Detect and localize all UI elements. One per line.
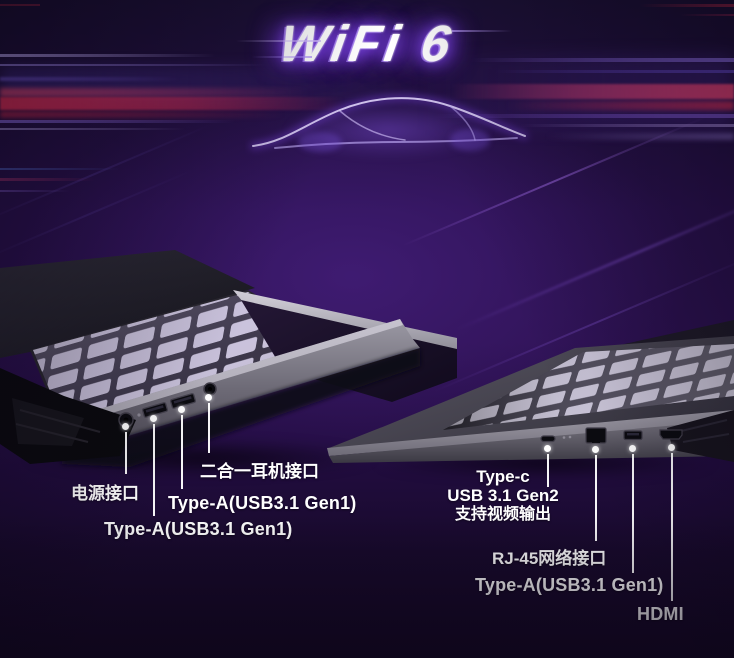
callout-dot-power	[122, 423, 129, 430]
page-title: WiFi 6	[275, 15, 459, 72]
diagonal-light-ray	[0, 124, 211, 228]
status-led	[568, 435, 572, 439]
label-type-c-line3: 支持视频输出	[454, 506, 551, 523]
usb-a-port-right	[623, 430, 643, 441]
rj45-port	[585, 427, 607, 444]
headphone-jack-port	[203, 382, 217, 396]
title-speed-line	[452, 30, 512, 32]
glitch-streak	[0, 4, 40, 6]
label-power-port: 电源接口	[71, 484, 139, 503]
glitch-streak	[0, 64, 265, 66]
label-type-c-line1: Type-c	[476, 467, 530, 486]
glitch-streak	[0, 178, 95, 181]
label-rj45-port: RJ-45网络接口	[492, 549, 607, 568]
glitch-streak	[520, 124, 734, 127]
label-hdmi-port: HDMI	[637, 604, 684, 624]
callout-line-usb-right	[632, 454, 634, 573]
glitch-streak	[0, 190, 70, 192]
label-type-c-block: Type-c USB 3.1 Gen2 支持视频输出	[433, 467, 573, 524]
diagonal-light-ray	[455, 171, 734, 332]
glitch-streak	[0, 77, 180, 81]
label-headphone-port: 二合一耳机接口	[200, 462, 319, 481]
glitch-streak	[680, 14, 734, 16]
callout-line-usb-upper	[181, 415, 183, 489]
glitch-streak	[640, 4, 734, 7]
glitch-streak	[470, 58, 734, 62]
glitch-streak	[545, 133, 734, 140]
callout-dot-rj45	[592, 446, 599, 453]
glitch-streak	[0, 128, 185, 130]
label-usb-a-upper: Type-A(USB3.1 Gen1)	[168, 493, 357, 513]
glitch-streak	[505, 101, 734, 110]
label-type-c-line2: USB 3.1 Gen2	[447, 486, 559, 505]
callout-line-usb-lower	[153, 424, 155, 516]
callout-line-rj45	[595, 455, 597, 541]
glitch-streak	[0, 120, 235, 123]
glitch-streak	[0, 54, 215, 57]
callout-dot-usb-upper	[178, 406, 185, 413]
callout-dot-usb-right	[629, 445, 636, 452]
glitch-streak	[495, 70, 734, 73]
glitch-streak	[0, 168, 120, 170]
diagonal-light-ray	[0, 170, 192, 262]
callout-dot-headphone	[205, 394, 212, 401]
callout-dot-type-c	[544, 445, 551, 452]
car-silhouette-icon	[250, 95, 528, 152]
label-usb-a-lower: Type-A(USB3.1 Gen1)	[104, 519, 293, 539]
hdmi-port	[659, 429, 683, 440]
status-led	[137, 413, 141, 417]
callout-dot-hdmi	[668, 444, 675, 451]
type-c-port	[540, 435, 556, 443]
glitch-streak	[0, 111, 285, 118]
status-led	[562, 436, 566, 439]
callout-dot-usb-lower	[150, 415, 157, 422]
callout-line-headphone	[208, 403, 210, 453]
callout-line-power	[125, 432, 127, 474]
callout-line-hdmi	[671, 453, 673, 601]
label-usb-a-right: Type-A(USB3.1 Gen1)	[475, 575, 664, 595]
